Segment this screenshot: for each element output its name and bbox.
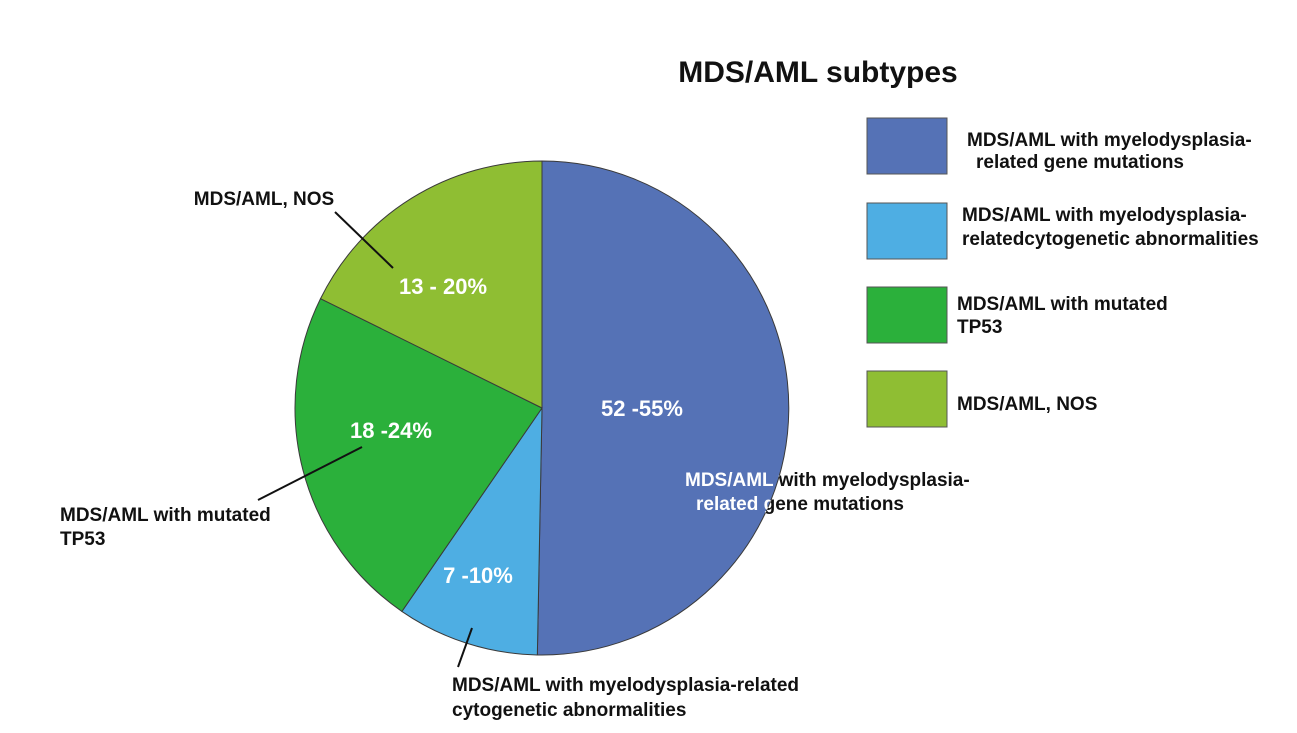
slice-value-label-gene: 52 -55% — [601, 396, 683, 421]
pie-slice-gene-mutations — [536, 160, 790, 656]
legend-label-cyto-line2: relatedcytogenetic abnormalities — [962, 229, 1259, 250]
leader-line-cyto — [457, 627, 473, 668]
legend: MDS/AML with myelodysplasia- related gen… — [866, 117, 1259, 428]
legend-label-cyto-line1: MDS/AML with myelodysplasia- — [962, 205, 1247, 226]
pie-slices — [294, 160, 790, 656]
slice-value-label-nos: 13 - 20% — [399, 274, 487, 299]
pie-slice-tp53 — [294, 297, 543, 613]
callout-gene-line2-inner: related gene mutations — [696, 494, 904, 515]
callout-tp53-line1: MDS/AML with mutated — [60, 505, 271, 526]
callout-nos: MDS/AML, NOS — [194, 189, 334, 210]
chart-title: MDS/AML subtypes — [678, 56, 957, 89]
legend-label-gene-line1: MDS/AML with myelodysplasia- — [967, 130, 1252, 151]
slice-value-label-tp53: 18 -24% — [350, 418, 432, 443]
legend-swatch-nos — [866, 370, 948, 428]
slice-value-label-cyto: 7 -10% — [443, 563, 513, 588]
leader-line-tp53 — [257, 446, 363, 501]
legend-label-tp53-line1: MDS/AML with mutated — [957, 294, 1168, 315]
legend-swatch-tp53 — [866, 286, 948, 344]
legend-label-tp53-line2: TP53 — [957, 317, 1002, 338]
callout-cyto-line2: cytogenetic abnormalities — [452, 700, 686, 721]
legend-label-nos-line1: MDS/AML, NOS — [957, 394, 1097, 415]
legend-swatch-cyto — [866, 202, 948, 260]
pie-slice-nos — [319, 160, 543, 409]
leader-line-nos — [334, 211, 394, 269]
callout-tp53-line2: TP53 — [60, 529, 105, 550]
callout-gene-line1-inner: MDS/AML with myelodysplasia- — [685, 470, 970, 491]
callout-cyto-line1: MDS/AML with myelodysplasia-related — [452, 675, 799, 696]
legend-swatch-gene — [866, 117, 948, 175]
legend-label-gene-line2: related gene mutations — [976, 152, 1184, 173]
